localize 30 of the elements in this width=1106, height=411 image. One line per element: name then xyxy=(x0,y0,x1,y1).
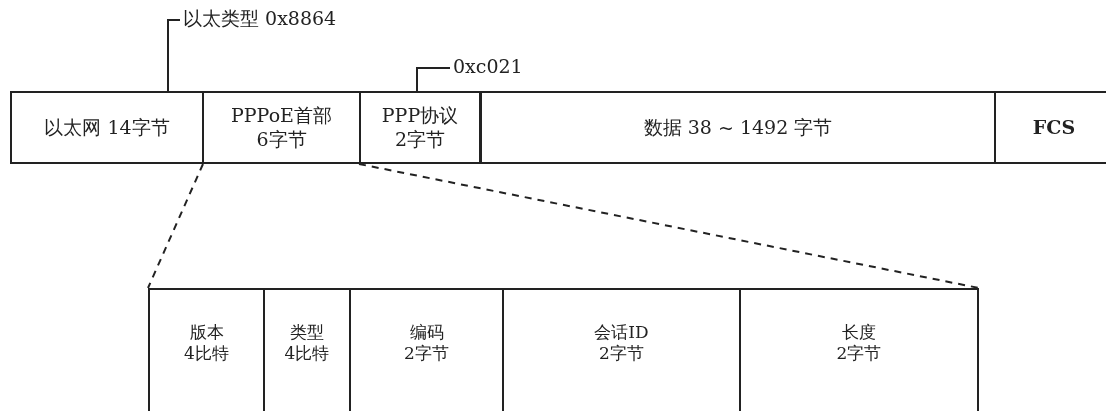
field-label: 以太网 14字节 xyxy=(44,115,170,140)
field-label: 版本 xyxy=(189,322,224,344)
field-label: 4比特 xyxy=(184,343,229,365)
frame-field xyxy=(10,91,204,164)
header-field xyxy=(148,288,265,411)
field-label: 数据 38 ~ 1492 字节 xyxy=(643,115,833,140)
expansion-line xyxy=(358,163,980,289)
frame-field xyxy=(480,91,996,164)
frame-field xyxy=(359,91,481,164)
expansion-line xyxy=(147,163,204,289)
header-field xyxy=(739,288,979,411)
leader-line xyxy=(416,67,451,92)
frame-field xyxy=(202,91,361,164)
field-label: 编码 xyxy=(409,322,444,344)
field-label: 6字节 xyxy=(256,127,307,152)
field-label: PPPoE首部 xyxy=(231,103,332,128)
field-label: FCS xyxy=(1032,115,1076,140)
field-label: 2字节 xyxy=(836,343,882,365)
frame-field xyxy=(994,91,1106,164)
field-label: 长度 xyxy=(842,322,876,344)
callout-label: 以太类型 0x8864 xyxy=(183,6,337,31)
field-label: PPP协议 xyxy=(381,103,459,128)
field-label: 4比特 xyxy=(284,343,330,365)
field-label: 2字节 xyxy=(404,343,449,365)
field-label: 会话ID xyxy=(594,322,649,344)
field-label: 2字节 xyxy=(599,343,644,365)
field-label: 类型 xyxy=(290,322,324,344)
leader-line xyxy=(167,19,181,92)
field-label: 2字节 xyxy=(394,127,446,152)
callout-label: 0xc021 xyxy=(453,54,523,79)
